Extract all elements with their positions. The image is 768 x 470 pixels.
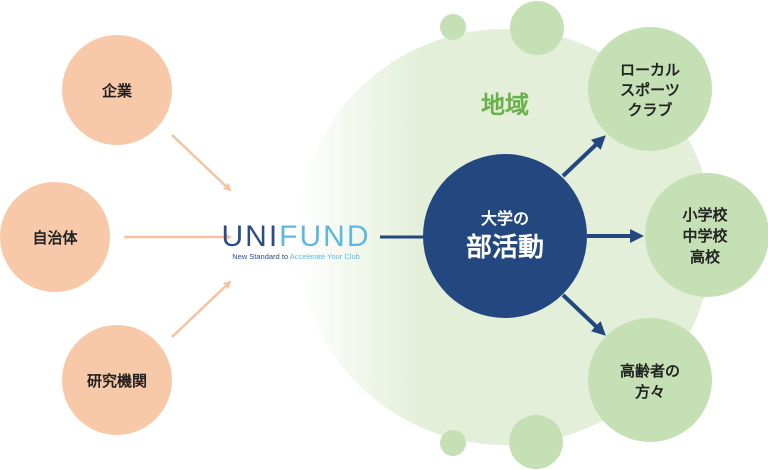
bubble-decoration: [440, 430, 466, 456]
logo-tagline2: Accelerate Your Club: [290, 252, 360, 261]
center-line2: 部活動: [466, 233, 544, 263]
target-schools: 小学校 中学校 高校: [645, 173, 768, 297]
bubble-decoration: [440, 14, 466, 40]
source-municipality: 自治体: [0, 182, 110, 292]
arrow-company: [171, 134, 232, 192]
target-line: ローカル: [620, 61, 680, 79]
region-label: 地域: [481, 91, 529, 119]
target-line: クラブ: [627, 101, 672, 119]
source-label: 研究機関: [87, 372, 147, 390]
source-research: 研究機関: [62, 325, 172, 435]
svg-text:New Standard to Accelerate You: New Standard to Accelerate Your Club: [232, 252, 360, 261]
bubble-decoration: [510, 1, 564, 55]
target-line: 小学校: [682, 206, 728, 224]
svg-text:UNIFUND: UNIFUND: [222, 220, 371, 253]
logo-part2: FUND: [279, 220, 370, 253]
target-line: 高校: [690, 248, 721, 266]
unifund-logo: UNIFUND New Standard to Accelerate Your …: [222, 220, 371, 261]
target-line: 高齢者の: [620, 362, 680, 380]
target-sports-club: ローカル スポーツ クラブ: [588, 27, 712, 151]
target-line: 中学校: [682, 227, 728, 245]
target-line: 方々: [635, 383, 665, 401]
center-line1: 大学の: [481, 209, 529, 228]
logo-part1: UNI: [222, 220, 280, 253]
target-line: スポーツ: [620, 81, 680, 99]
source-label: 自治体: [32, 229, 78, 247]
center-node: 大学の 部活動: [423, 154, 587, 318]
bubble-decoration: [509, 415, 563, 469]
source-company: 企業: [62, 35, 172, 145]
target-elderly: 高齢者の 方々: [588, 318, 712, 442]
arrow-to-elderly: [561, 293, 606, 336]
arrow-to-sports: [561, 135, 606, 178]
arrow-research: [171, 280, 232, 338]
logo-tagline1: New Standard to: [232, 252, 290, 261]
source-label: 企業: [101, 82, 133, 100]
